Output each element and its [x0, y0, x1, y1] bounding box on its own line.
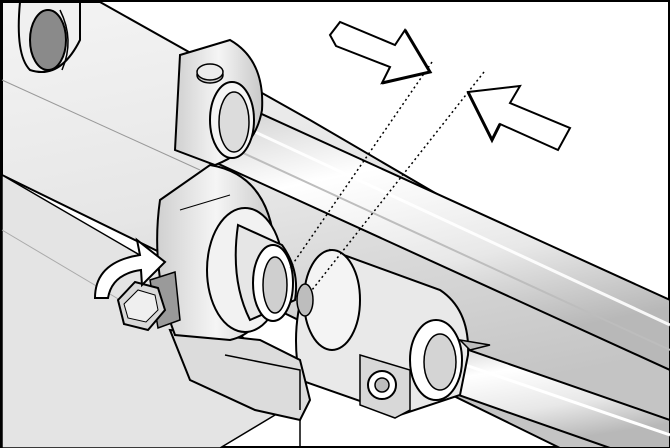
shaft-end [296, 283, 314, 317]
alignment-lines [289, 61, 485, 291]
hex-bolt [116, 271, 181, 332]
rotation-arrow [93, 237, 167, 299]
sleeve-bushing [234, 223, 314, 322]
alignment-line-right [311, 71, 485, 291]
arrow-pointing-left [466, 84, 572, 152]
clamp-bracket [168, 328, 312, 422]
lower-bearing-block [295, 248, 491, 419]
upper-bearing-collar [173, 38, 264, 167]
upper-left-collar [17, 1, 81, 73]
alignment-line-left [289, 61, 433, 269]
arrow-pointing-right [328, 20, 433, 85]
